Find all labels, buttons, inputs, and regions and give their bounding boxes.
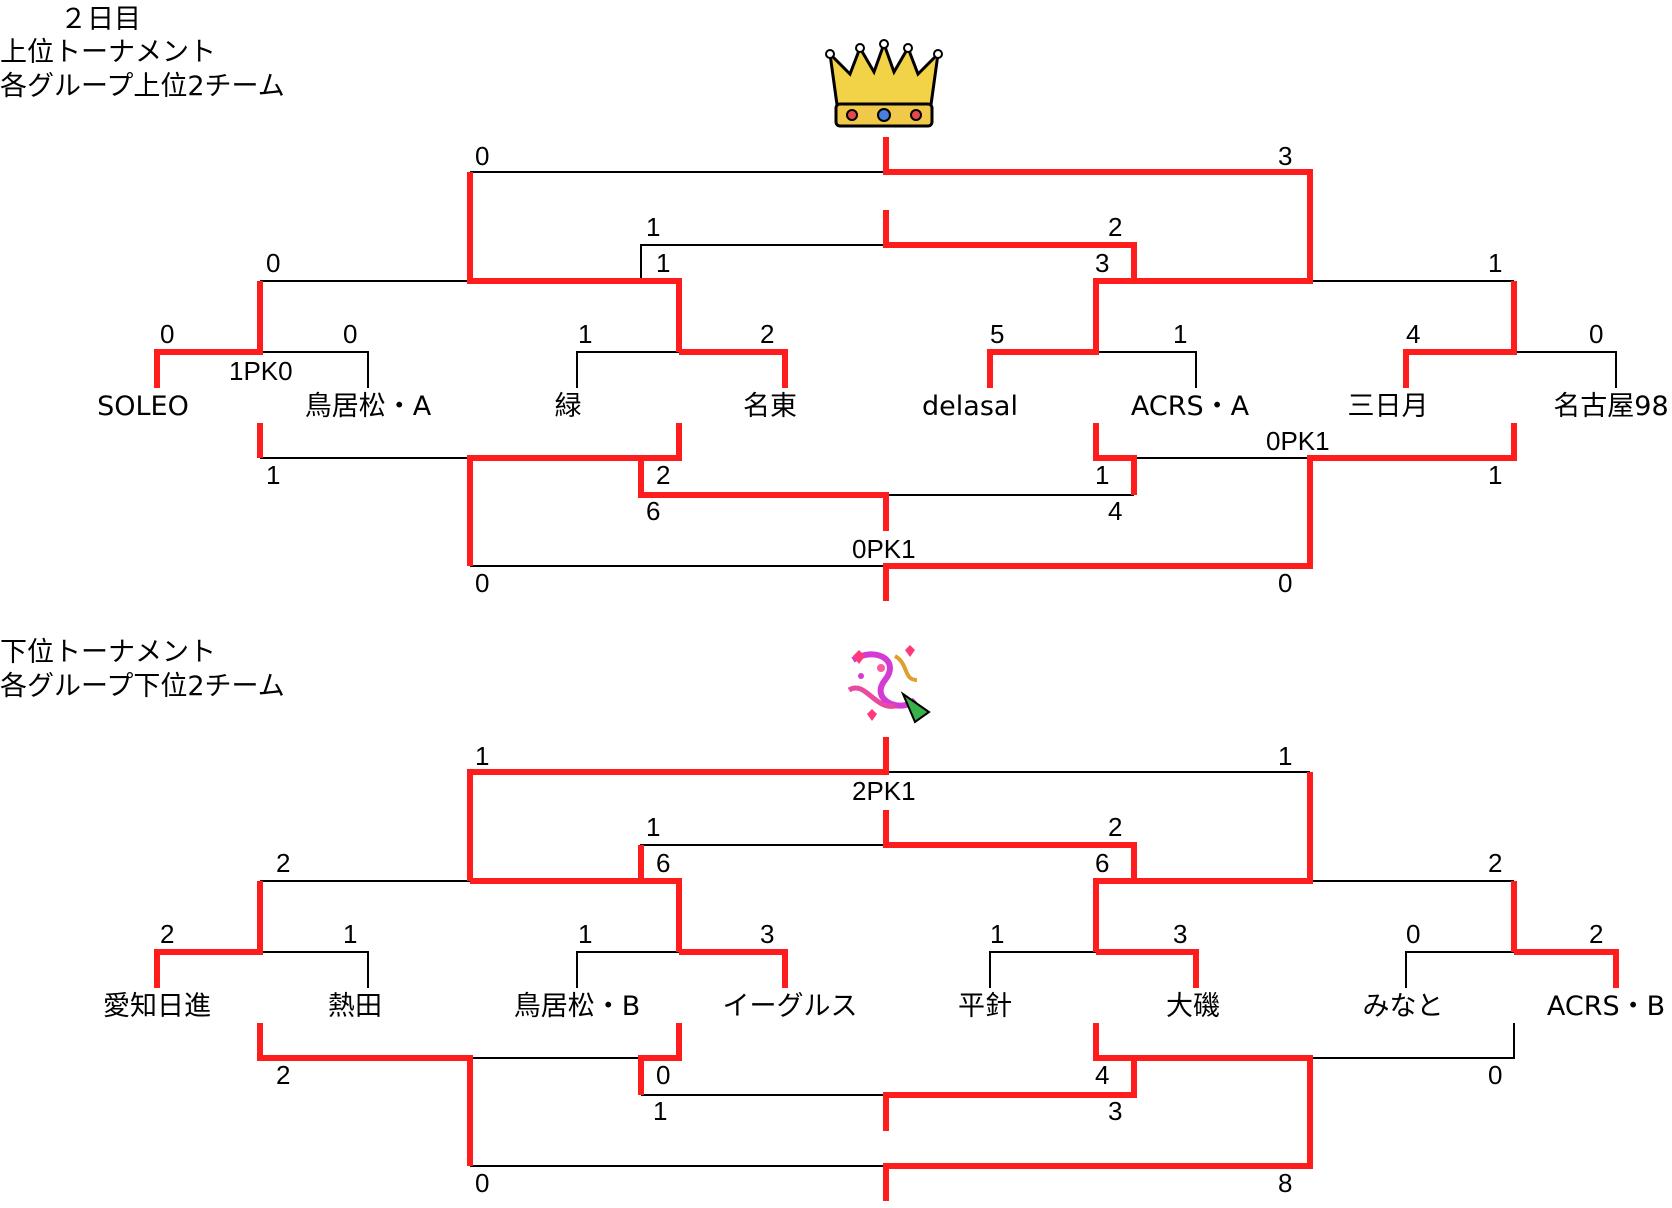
- score: 3: [1095, 248, 1109, 278]
- score: 2: [1589, 919, 1603, 949]
- score: 1: [343, 919, 357, 949]
- score: 2: [1488, 848, 1502, 878]
- score: 1: [1488, 460, 1502, 490]
- upper-title: 上位トーナメント: [0, 37, 216, 68]
- score: 2: [760, 319, 774, 349]
- score: 2: [276, 1060, 290, 1090]
- team-name: みなと: [1363, 991, 1444, 1022]
- score: 0: [475, 1168, 489, 1198]
- team-name: delasal: [922, 391, 1018, 422]
- team-name: 三日月: [1348, 391, 1429, 422]
- team-name: 大磯: [1166, 991, 1220, 1022]
- pk-score: 1PK0: [229, 356, 293, 386]
- lower-team-names: 愛知日進 熱田 鳥居松・B イーグルス 平針 大磯 みなと ACRS・B: [103, 991, 1665, 1022]
- score: 1: [653, 1096, 667, 1126]
- upper-subtitle: 各グループ上位2チーム: [0, 71, 285, 102]
- team-name: 名東: [743, 391, 797, 422]
- day-label: ２日目: [60, 4, 141, 35]
- team-name: 名古屋98: [1553, 391, 1668, 422]
- team-name: 愛知日進: [103, 991, 211, 1022]
- score: 1: [1173, 319, 1187, 349]
- score: 0: [475, 568, 489, 598]
- score: 2: [276, 848, 290, 878]
- score: 2: [656, 460, 670, 490]
- score: 6: [1095, 848, 1109, 878]
- score: 0: [160, 319, 174, 349]
- score: 3: [1173, 919, 1187, 949]
- lower-bracket-lines: [154, 737, 1619, 1201]
- score: 3: [760, 919, 774, 949]
- crown-icon: [825, 39, 943, 128]
- team-name: ACRS・B: [1547, 991, 1665, 1022]
- score: 1: [1488, 248, 1502, 278]
- score: 1: [646, 812, 660, 842]
- score: 0: [1406, 919, 1420, 949]
- score: 3: [1278, 141, 1292, 171]
- score: 6: [656, 848, 670, 878]
- upper-scores: 0 0 1PK0 1 2 5 1 4 0 0 1 3 1 1 2 0 3 1 2…: [160, 141, 1603, 598]
- score: 0: [1278, 568, 1292, 598]
- score: 0: [343, 319, 357, 349]
- score: 2: [160, 919, 174, 949]
- score: 0: [1589, 319, 1603, 349]
- score: 3: [1108, 1096, 1122, 1126]
- score: 4: [1095, 1060, 1109, 1090]
- team-name: ACRS・A: [1131, 391, 1250, 422]
- score: 1: [578, 919, 592, 949]
- team-name: SOLEO: [97, 391, 189, 422]
- team-name: 鳥居松・B: [514, 991, 641, 1022]
- team-name: 平針: [958, 991, 1012, 1022]
- score: 1: [656, 248, 670, 278]
- score: 1: [646, 212, 660, 242]
- score: 2: [1108, 812, 1122, 842]
- pk-score: 2PK1: [852, 776, 916, 806]
- score: 1: [1095, 460, 1109, 490]
- score: 0: [266, 248, 280, 278]
- score: 0: [475, 141, 489, 171]
- lower-title: 下位トーナメント: [0, 637, 216, 668]
- upper-team-names: SOLEO 鳥居松・A 緑 名東 delasal ACRS・A 三日月 名古屋9…: [97, 391, 1669, 422]
- team-name: イーグルス: [723, 991, 858, 1022]
- team-name: 鳥居松・A: [305, 391, 432, 422]
- score: 4: [1406, 319, 1420, 349]
- score: 0: [656, 1060, 670, 1090]
- score: 4: [1108, 496, 1122, 526]
- score: 2: [1108, 212, 1122, 242]
- score: 1: [475, 741, 489, 771]
- score: 8: [1278, 1168, 1292, 1198]
- party-confetti-icon: [847, 645, 931, 724]
- score: 1: [990, 919, 1004, 949]
- pk-score: 0PK1: [852, 534, 916, 564]
- score: 5: [990, 319, 1004, 349]
- score: 0: [1488, 1060, 1502, 1090]
- team-name: 熱田: [328, 991, 382, 1022]
- score: 1: [578, 319, 592, 349]
- lower-subtitle: 各グループ下位2チーム: [0, 671, 285, 702]
- upper-bracket-lines: [154, 137, 1617, 601]
- score: 1: [1278, 741, 1292, 771]
- score: 1: [266, 460, 280, 490]
- pk-score: 0PK1: [1266, 426, 1330, 456]
- lower-scores: 2 1 1 3 1 3 0 2 2 6 6 2 1 2 1 1 2PK1 2 0…: [160, 741, 1603, 1198]
- team-name: 緑: [555, 391, 582, 422]
- score: 6: [646, 496, 660, 526]
